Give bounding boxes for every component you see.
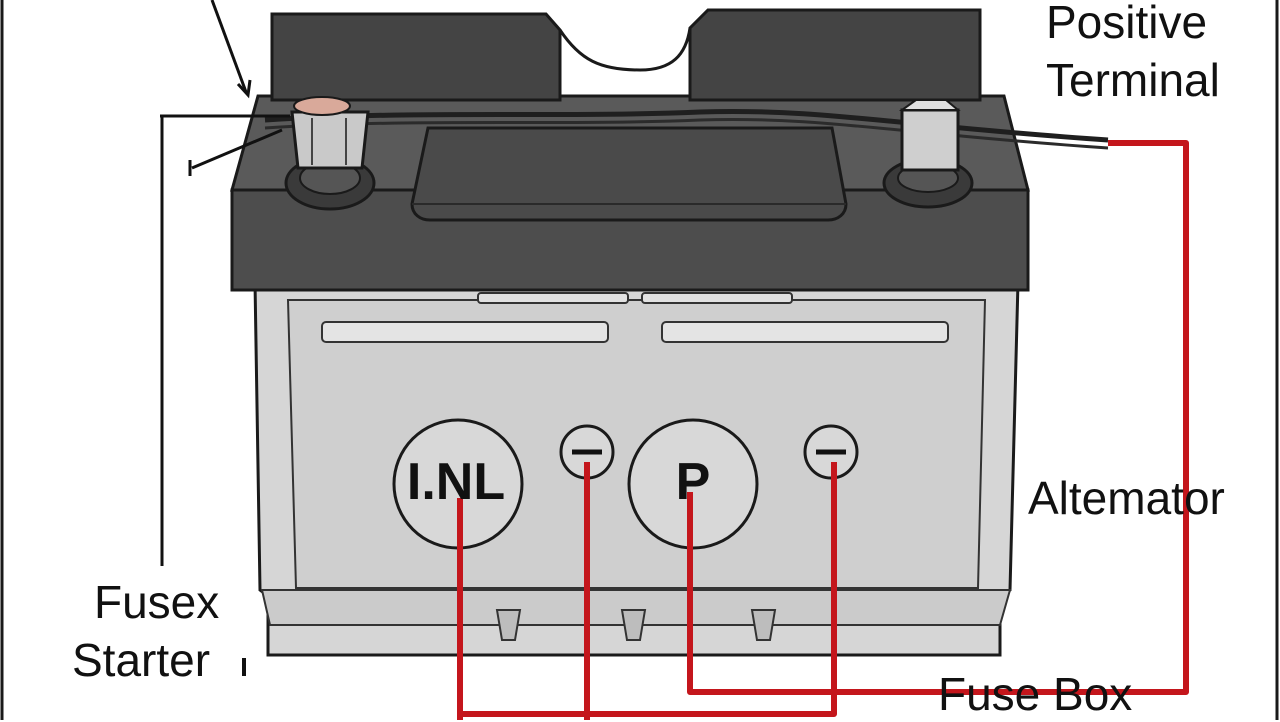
pointer-line-small <box>191 128 283 170</box>
wire-minus-right-down <box>460 462 837 717</box>
p-marker: P <box>675 453 711 511</box>
negative-terminal-post <box>284 96 376 211</box>
inl-marker: I.NL <box>406 453 506 511</box>
battery-lid <box>230 8 1030 292</box>
fusex-label: Fusex <box>94 576 220 628</box>
wire-positive-to-fuse-box <box>687 140 1189 695</box>
alternator-label: Altemator <box>1028 472 1225 524</box>
pointer-line-top <box>210 0 248 93</box>
positive-terminal-label-line1: Positive <box>1046 0 1208 48</box>
positive-terminal-label-line2: Terminal <box>1046 54 1220 106</box>
positive-terminal-post <box>882 99 974 209</box>
red-wiring <box>457 140 1189 720</box>
fuse-box-label: Fuse Box <box>938 668 1133 720</box>
starter-label: Starter <box>72 634 211 686</box>
